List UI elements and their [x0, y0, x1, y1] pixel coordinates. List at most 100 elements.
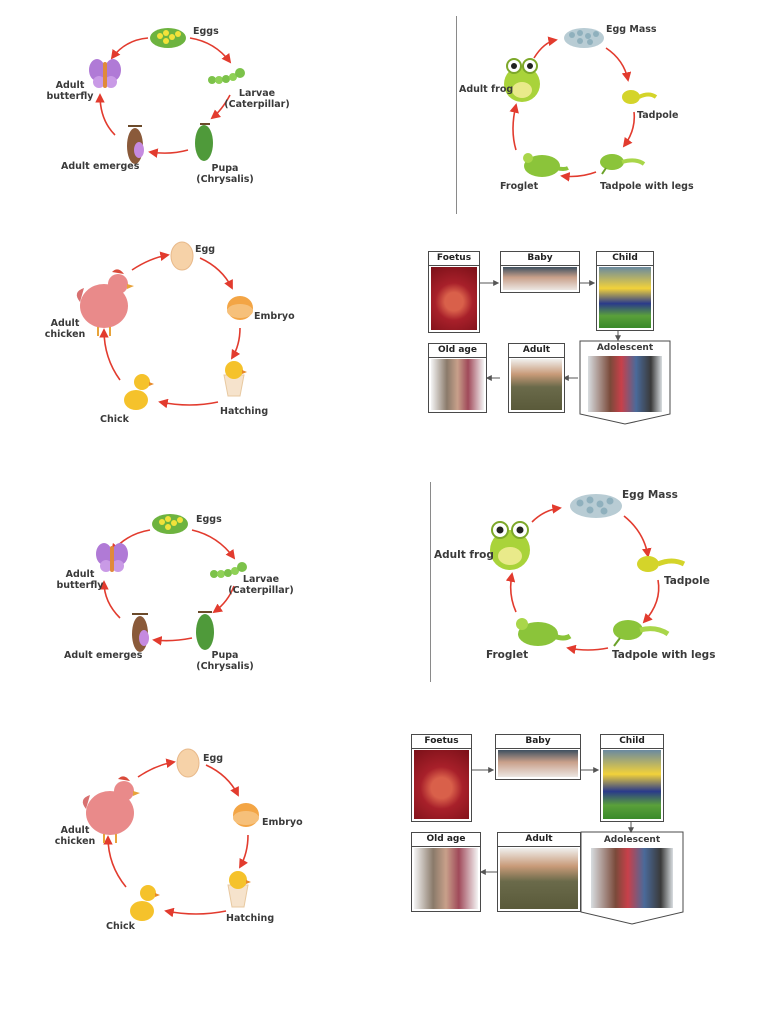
label-pupa: Pupa(Chrysalis): [196, 163, 254, 185]
label-froglet: Froglet: [486, 649, 529, 661]
label-tadpole-with-legs: Tadpole with legs: [612, 649, 716, 661]
card-adolescent-label: Adolescent: [596, 343, 654, 353]
label-adult-emerges: Adult emerges: [61, 161, 140, 172]
chick-icon: [130, 885, 160, 921]
child-image: [599, 267, 651, 328]
chicken-cycle-1-graphics: [76, 241, 253, 410]
label-chick: Chick: [100, 414, 129, 425]
label-egg: Egg: [195, 244, 216, 255]
adult-frog-icon: [504, 58, 540, 102]
tadpole-icon: [637, 556, 686, 572]
eggs-icon: [152, 514, 188, 534]
card-baby: Baby: [500, 251, 580, 293]
adult-emerges-icon: [132, 613, 149, 652]
label-egg-mass: Egg Mass: [606, 24, 657, 35]
butterfly-cycle-1-graphics: [89, 28, 245, 164]
frog-cycle-2: Egg Mass Tadpole Tadpole with legs Frogl…: [430, 478, 750, 678]
label-adult-frog: Adult frog: [459, 84, 514, 95]
label-pupa: Pupa(Chrysalis): [196, 650, 254, 672]
butterfly-cycle-1: Eggs Larvae(Caterpillar) Pupa(Chrysalis)…: [0, 0, 320, 210]
egg-icon: [170, 241, 194, 271]
butterfly-icon: [89, 59, 121, 88]
frog-cycle-1-graphics: [504, 28, 658, 182]
label-eggs: Eggs: [196, 514, 222, 525]
divider: [456, 16, 457, 214]
hen-icon: [76, 269, 134, 336]
card-adolescent-label: Adolescent: [603, 835, 661, 845]
caterpillar-icon: [208, 68, 245, 84]
embryo-icon: [233, 803, 259, 827]
baby-image: [503, 267, 577, 290]
frog-cycle-2-graphics: [490, 494, 686, 655]
child-image: [603, 750, 661, 819]
hatching-icon: [223, 361, 247, 397]
chick-icon: [124, 374, 154, 410]
label-embryo: Embryo: [254, 311, 295, 322]
label-adult-emerges: Adult emerges: [64, 650, 143, 661]
card-old-age: Old age: [411, 832, 481, 912]
label-embryo: Embryo: [262, 817, 303, 828]
card-child: Child: [600, 734, 664, 822]
card-adult: Adult: [508, 343, 565, 413]
butterfly-cycle-2-graphics: [96, 514, 247, 652]
card-foetus: Foetus: [411, 734, 472, 822]
label-tadpole: Tadpole: [637, 110, 679, 121]
froglet-icon: [523, 153, 569, 177]
label-adult-frog: Adult frog: [434, 549, 494, 561]
caterpillar-icon: [210, 562, 247, 578]
card-foetus: Foetus: [428, 251, 480, 333]
human-cycle-2-graphics: [471, 767, 684, 925]
egg-icon: [176, 748, 200, 778]
tadpole-icon: [622, 90, 658, 104]
egg-mass-icon: [570, 494, 622, 518]
label-hatching: Hatching: [220, 406, 269, 417]
label-larvae: Larvae(Caterpillar): [224, 88, 290, 110]
label-chick: Chick: [106, 921, 135, 932]
frog-cycle-1: Egg Mass Tadpole Tadpole with legs Frogl…: [456, 0, 768, 215]
human-cycle-2: Foetus Baby Child Adolescent Adult Old a…: [405, 730, 695, 930]
card-child: Child: [596, 251, 654, 331]
egg-mass-icon: [564, 28, 604, 48]
butterfly-icon: [96, 543, 128, 572]
label-egg-mass: Egg Mass: [622, 489, 678, 501]
adult-image: [500, 848, 578, 909]
adult-image: [511, 359, 562, 410]
old-age-image: [431, 359, 484, 410]
old-age-image: [414, 848, 478, 909]
label-larvae: Larvae(Caterpillar): [228, 574, 294, 596]
tadpole-legs-icon: [600, 154, 646, 175]
label-hatching: Hatching: [226, 913, 275, 924]
adult-emerges-icon: [127, 125, 144, 164]
adult-frog-icon: [490, 521, 530, 570]
adolescent-image: [588, 356, 662, 412]
foetus-image: [414, 750, 469, 819]
label-eggs: Eggs: [193, 26, 219, 37]
human-cycle-1-graphics: [479, 280, 671, 425]
card-baby: Baby: [495, 734, 581, 780]
butterfly-cycle-2: Eggs Larvae(Caterpillar) Pupa(Chrysalis)…: [0, 490, 320, 690]
embryo-icon: [227, 296, 253, 320]
label-egg: Egg: [203, 753, 224, 764]
card-old-age: Old age: [428, 343, 487, 413]
chrysalis-icon: [195, 123, 213, 161]
eggs-icon: [150, 28, 186, 48]
divider: [430, 482, 431, 682]
label-tadpole: Tadpole: [664, 575, 710, 587]
tadpole-legs-icon: [613, 620, 670, 647]
chicken-cycle-2-graphics: [82, 748, 259, 921]
human-cycle-1: Foetus Baby Child Adolescent Adult Old a…: [420, 248, 680, 428]
hatching-icon: [227, 871, 251, 908]
foetus-image: [431, 267, 477, 330]
adolescent-image: [591, 848, 673, 908]
hen-icon: [82, 776, 140, 843]
chrysalis-icon: [196, 611, 214, 650]
card-adult: Adult: [497, 832, 581, 912]
baby-image: [498, 750, 578, 777]
label-froglet: Froglet: [500, 181, 539, 192]
